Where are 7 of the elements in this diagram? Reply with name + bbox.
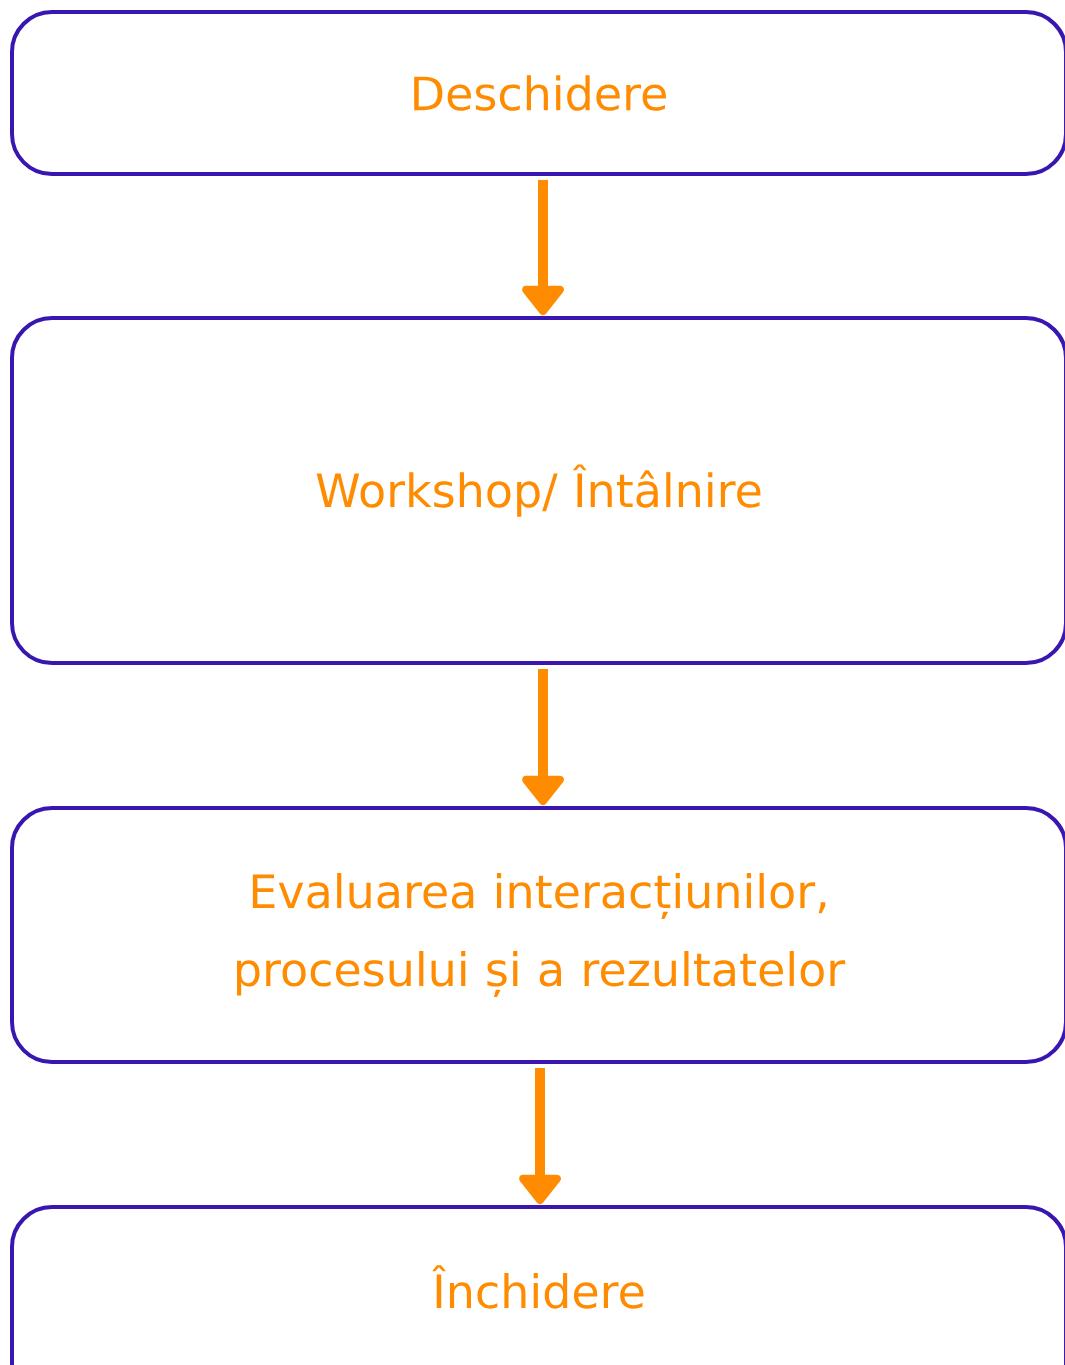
arrow — [522, 669, 564, 805]
arrow — [519, 1068, 561, 1204]
process-box: Workshop/ Întâlnire — [10, 316, 1065, 665]
process-box: Deschidere — [10, 10, 1065, 176]
process-box: Închidere — [10, 1205, 1065, 1365]
process-box: Evaluarea interacțiunilor, procesului și a rezultatelor — [10, 806, 1065, 1064]
arrow — [522, 180, 564, 315]
